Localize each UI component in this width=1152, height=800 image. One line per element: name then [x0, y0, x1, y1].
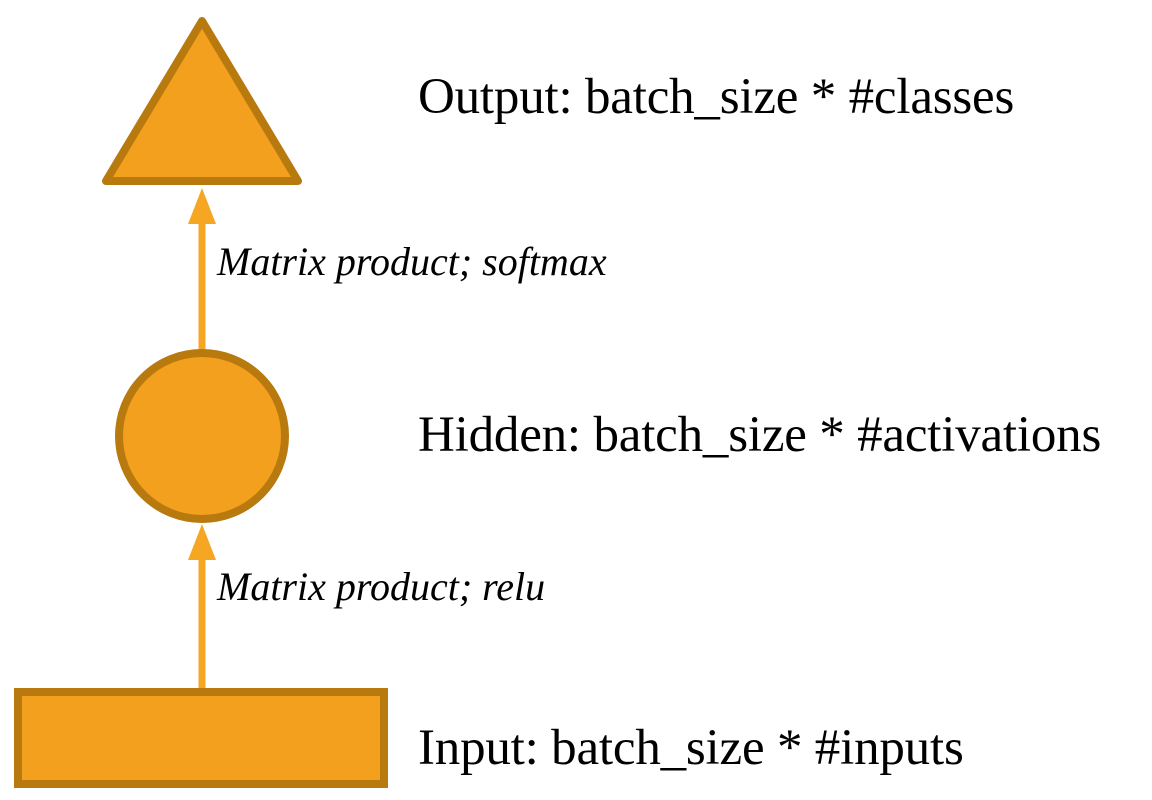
- edge-label-hidden-to-output: Matrix product; softmax: [217, 239, 607, 284]
- node-label-output: Output: batch_size * #classes: [418, 69, 1015, 125]
- node-input-rectangle[interactable]: [14, 688, 388, 788]
- arrowhead-hidden-to-output: [188, 188, 216, 230]
- node-label-input: Input: batch_size * #inputs: [418, 720, 964, 776]
- edge-label-input-to-hidden: Matrix product; relu: [217, 564, 546, 609]
- arrow-shaft-input-to-hidden: [198, 556, 206, 690]
- arrow-input-to-hidden: [188, 524, 216, 690]
- node-output-triangle[interactable]: [102, 17, 302, 185]
- arrowhead-input-to-hidden: [188, 524, 216, 566]
- arrow-shaft-hidden-to-output: [198, 220, 206, 352]
- node-label-hidden: Hidden: batch_size * #activations: [418, 407, 1102, 463]
- arrow-hidden-to-output: [188, 188, 216, 352]
- node-hidden-circle[interactable]: [115, 349, 289, 523]
